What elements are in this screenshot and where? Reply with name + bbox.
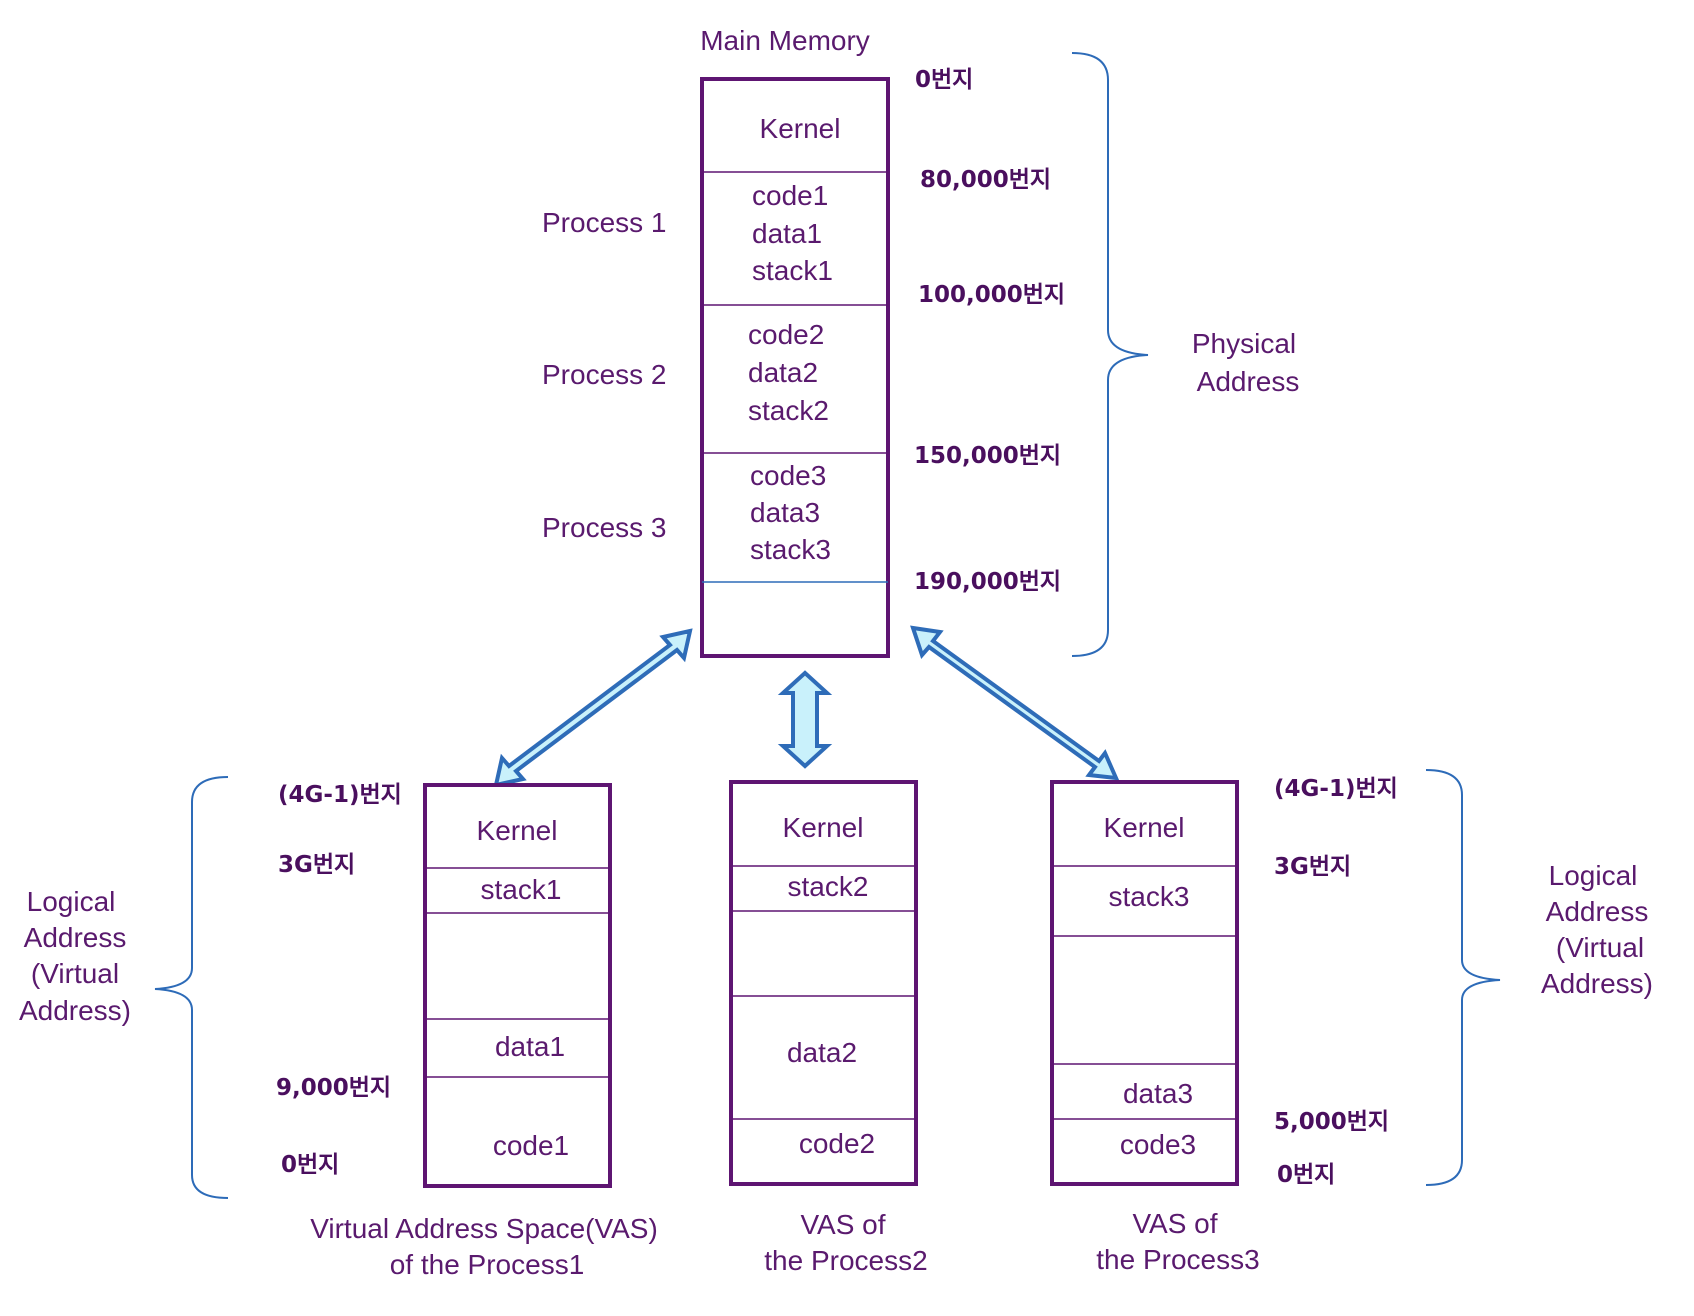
- vas3-addr-5000: 5,000번지: [1274, 1109, 1389, 1135]
- mm-kernel: Kernel: [760, 113, 841, 144]
- mm-data1: data1: [752, 218, 822, 249]
- vas3-addr-0: 0번지: [1277, 1162, 1335, 1188]
- phys-addr-190000: 190,000번지: [914, 569, 1061, 595]
- vas3-code: code3: [1120, 1129, 1196, 1160]
- vas1-addr-4g: (4G-1)번지: [278, 782, 402, 808]
- vas1-code: code1: [493, 1130, 569, 1161]
- logical-right-line2: Address: [1546, 896, 1649, 927]
- vas1-frame: [423, 783, 612, 1188]
- double-arrow-process3: [910, 625, 1120, 781]
- vas3-box: Kernel stack3 data3 code3: [1050, 780, 1239, 1186]
- vas2-kernel: Kernel: [783, 812, 864, 843]
- vas3-addr-4g: (4G-1)번지: [1274, 776, 1398, 802]
- phys-addr-100000: 100,000번지: [918, 282, 1065, 308]
- vas1-caption-line2: of the Process1: [390, 1249, 585, 1280]
- logical-left-line2: Address: [24, 922, 127, 953]
- phys-addr-80000: 80,000번지: [920, 167, 1051, 193]
- double-arrow-process2: [777, 670, 833, 769]
- vas2-box: Kernel stack2 data2 code2: [729, 780, 918, 1186]
- mm-stack1: stack1: [752, 255, 833, 286]
- vas2-caption-line1: VAS of: [800, 1209, 885, 1240]
- logical-address-brace-left: [154, 776, 229, 1199]
- phys-addr-150000: 150,000번지: [914, 443, 1061, 469]
- vas1-stack: stack1: [481, 874, 562, 905]
- logical-right-line3: (Virtual: [1556, 932, 1644, 963]
- logical-left-line3: (Virtual: [31, 958, 119, 989]
- logical-left-line4: Address): [19, 995, 131, 1026]
- mm-code2: code2: [748, 319, 824, 350]
- vas1-addr-0: 0번지: [281, 1152, 339, 1178]
- vas3-caption-line2: the Process3: [1096, 1244, 1259, 1275]
- logical-left-line1: Logical: [27, 886, 116, 917]
- vas1-addr-9000: 9,000번지: [276, 1075, 391, 1101]
- process-3-label: Process 3: [542, 512, 667, 543]
- mm-code3: code3: [750, 460, 826, 491]
- vas3-frame: [1050, 780, 1239, 1186]
- mm-stack2: stack2: [748, 395, 829, 426]
- mm-stack3: stack3: [750, 534, 831, 565]
- physical-address-brace: [1071, 52, 1149, 657]
- physical-label-line2: Address: [1197, 366, 1300, 397]
- process-1-label: Process 1: [542, 207, 667, 238]
- vas3-stack: stack3: [1109, 881, 1190, 912]
- vas3-caption-line1: VAS of: [1132, 1208, 1217, 1239]
- process-2-label: Process 2: [542, 359, 667, 390]
- main-memory-frame: [700, 77, 890, 658]
- mm-data2: data2: [748, 357, 818, 388]
- main-memory-box: Kernel code1 data1 stack1 code2 data2 st…: [700, 77, 890, 658]
- physical-label-line1: Physical: [1192, 328, 1296, 359]
- vas1-caption-line1: Virtual Address Space(VAS): [310, 1213, 658, 1244]
- vas1-kernel: Kernel: [477, 815, 558, 846]
- logical-right-line1: Logical: [1549, 860, 1638, 891]
- phys-addr-0: 0번지: [915, 67, 973, 93]
- vas3-addr-3g: 3G번지: [1274, 854, 1351, 880]
- vas2-code: code2: [799, 1128, 875, 1159]
- double-arrow-process1: [493, 628, 693, 788]
- vas1-data: data1: [495, 1031, 565, 1062]
- main-memory-title: Main Memory: [700, 25, 870, 56]
- logical-right-line4: Address): [1541, 968, 1653, 999]
- logical-address-brace-right: [1425, 769, 1501, 1186]
- vas2-stack: stack2: [788, 871, 869, 902]
- vas3-data: data3: [1123, 1078, 1193, 1109]
- vas2-frame: [729, 780, 918, 1186]
- vas2-caption-line2: the Process2: [764, 1245, 927, 1276]
- mm-data3: data3: [750, 497, 820, 528]
- vas1-box: Kernel stack1 data1 code1: [423, 783, 612, 1188]
- vas1-addr-3g: 3G번지: [278, 852, 355, 878]
- vas3-kernel: Kernel: [1104, 812, 1185, 843]
- mm-code1: code1: [752, 180, 828, 211]
- vas2-data: data2: [787, 1037, 857, 1068]
